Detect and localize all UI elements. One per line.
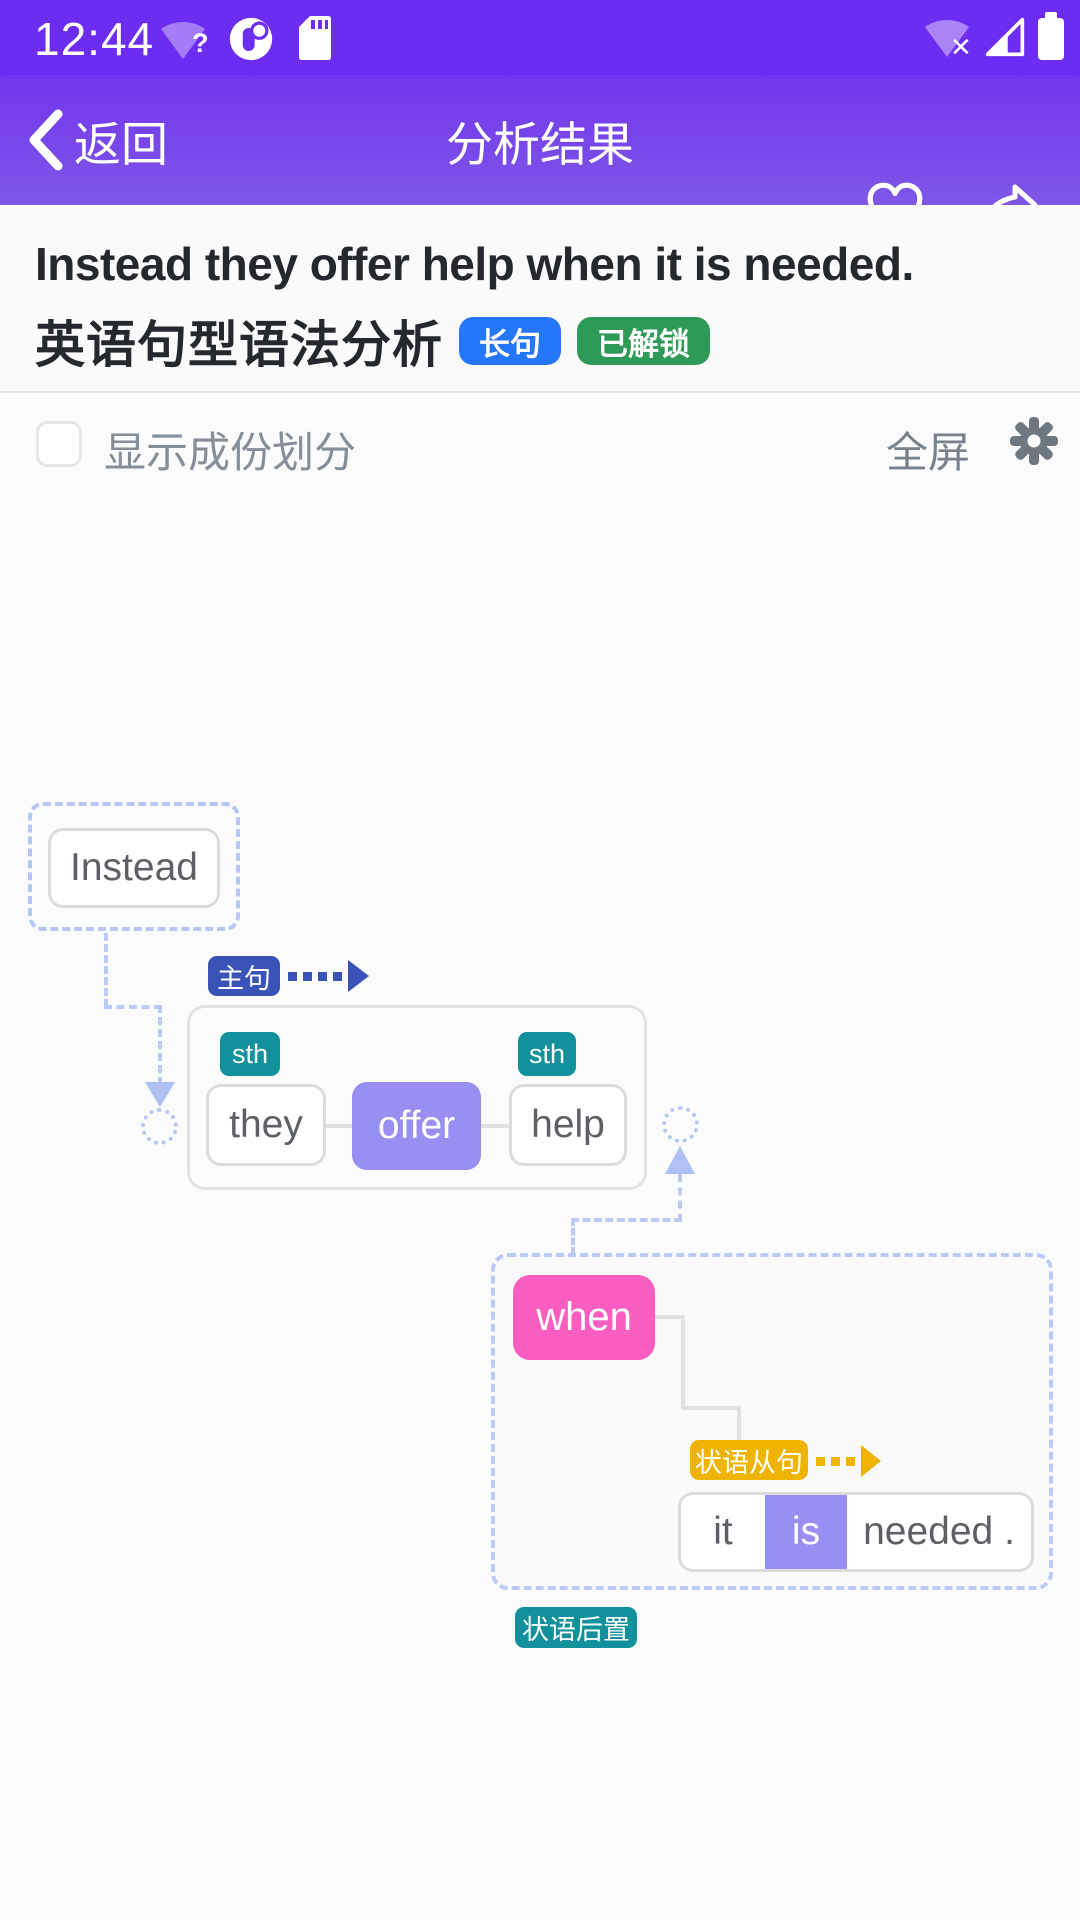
attach-point-left <box>141 1108 178 1145</box>
main-clause-group: sth sth they offer help <box>187 1005 647 1190</box>
word-instead[interactable]: Instead <box>48 828 220 908</box>
connector-dash <box>678 1174 682 1222</box>
connector-dash <box>571 1218 682 1222</box>
connector-dash <box>571 1218 575 1255</box>
sentence-section: Instead they offer help when it is neede… <box>0 205 1080 393</box>
word-when[interactable]: when <box>513 1275 655 1360</box>
word-needed[interactable]: needed . <box>863 1510 1015 1553</box>
cell-signal-icon <box>984 14 1026 60</box>
page-title: 分析结果 <box>446 117 634 171</box>
battery-icon <box>1038 12 1064 60</box>
wifi-unknown-icon: ? <box>158 16 209 60</box>
sub-clause-arrow <box>816 1445 881 1477</box>
long-sentence-badge: 长句 <box>459 317 561 365</box>
favorite-button[interactable] <box>864 179 926 237</box>
word-is[interactable]: is <box>765 1495 847 1569</box>
app-header: 分析结果 返回 <box>0 75 1080 234</box>
wifi-off-icon: ✕ <box>922 14 972 62</box>
back-button[interactable]: 返回 <box>28 101 168 179</box>
back-button-label: 返回 <box>74 117 168 171</box>
sub-clause-badge: 状语从句 <box>690 1440 808 1480</box>
word-link <box>479 1124 511 1128</box>
heart-icon <box>864 179 926 237</box>
word-help[interactable]: help <box>509 1084 627 1166</box>
wifi-question-glyph: ? <box>192 28 209 58</box>
when-link <box>655 1315 685 1319</box>
when-link <box>737 1406 741 1442</box>
back-chevron-icon <box>28 109 64 171</box>
sentence-chinese-subtitle: 英语句型语法分析 <box>35 317 443 373</box>
subject-tag: sth <box>220 1032 280 1076</box>
when-link <box>681 1315 685 1410</box>
wifi-x-glyph: ✕ <box>950 32 972 62</box>
unlocked-badge: 已解锁 <box>577 317 710 365</box>
sd-card-icon <box>298 15 332 61</box>
fullscreen-button[interactable]: 全屏 <box>886 429 971 476</box>
postposition-badge: 状语后置 <box>515 1607 637 1648</box>
connector-dash <box>104 1005 162 1009</box>
diagram-toolbar: 显示成份划分 全屏 <box>0 393 1080 503</box>
show-components-label: 显示成份划分 <box>104 429 357 476</box>
sub-clause-words: it is needed . <box>678 1492 1034 1572</box>
connector-dash <box>158 1005 162 1085</box>
when-link <box>681 1406 741 1410</box>
gear-icon <box>1008 415 1060 467</box>
clock: 12:44 <box>34 13 155 65</box>
word-they[interactable]: they <box>206 1084 326 1166</box>
show-components-checkbox[interactable] <box>36 421 82 467</box>
word-offer[interactable]: offer <box>352 1082 481 1170</box>
object-tag: sth <box>518 1032 576 1076</box>
connector-arrow-down <box>145 1082 175 1107</box>
main-clause-arrow <box>288 960 369 992</box>
notification-app-icon <box>228 16 274 62</box>
connector-dash <box>104 933 108 1007</box>
main-clause-badge: 主句 <box>208 956 280 996</box>
connector-arrow-up <box>665 1146 695 1174</box>
status-bar: 12:44 ? <box>0 0 1080 75</box>
attach-point-right <box>662 1106 699 1143</box>
word-link <box>324 1124 354 1128</box>
sentence-english: Instead they offer help when it is neede… <box>35 238 914 290</box>
settings-button[interactable] <box>1008 415 1060 467</box>
word-it[interactable]: it <box>713 1510 733 1553</box>
